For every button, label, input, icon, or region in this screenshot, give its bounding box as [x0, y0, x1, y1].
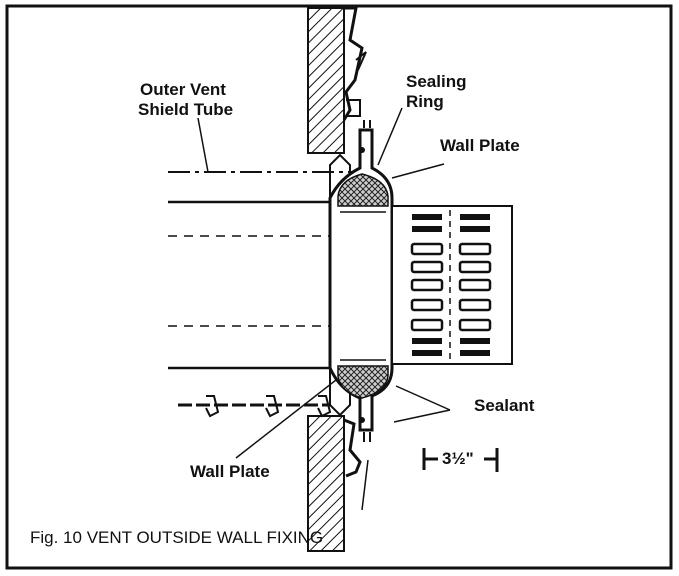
label-wall-plate-bottom: Wall Plate: [190, 462, 270, 481]
wall-plate-assembly: [328, 120, 394, 442]
label-sealant: Sealant: [474, 396, 535, 415]
grille: [391, 205, 513, 365]
figure-caption: Fig. 10 VENT OUTSIDE WALL FIXING: [30, 528, 324, 547]
wall-top: [307, 6, 367, 154]
label-sealing-2: Ring: [406, 92, 444, 111]
vent-tube: [168, 171, 392, 370]
dimension-marker: [422, 448, 499, 472]
label-sealing-1: Sealing: [406, 72, 467, 91]
label-wall-plate-top: Wall Plate: [440, 136, 520, 155]
fixing-rod: [178, 395, 332, 418]
label-dimension: 3½": [442, 449, 474, 468]
label-outer-vent-2: Shield Tube: [138, 100, 234, 119]
label-outer-vent-1: Outer Vent: [140, 80, 226, 99]
figure-border: [5, 4, 673, 570]
wall-bottom: [307, 415, 362, 552]
leader-lines: [197, 107, 451, 511]
